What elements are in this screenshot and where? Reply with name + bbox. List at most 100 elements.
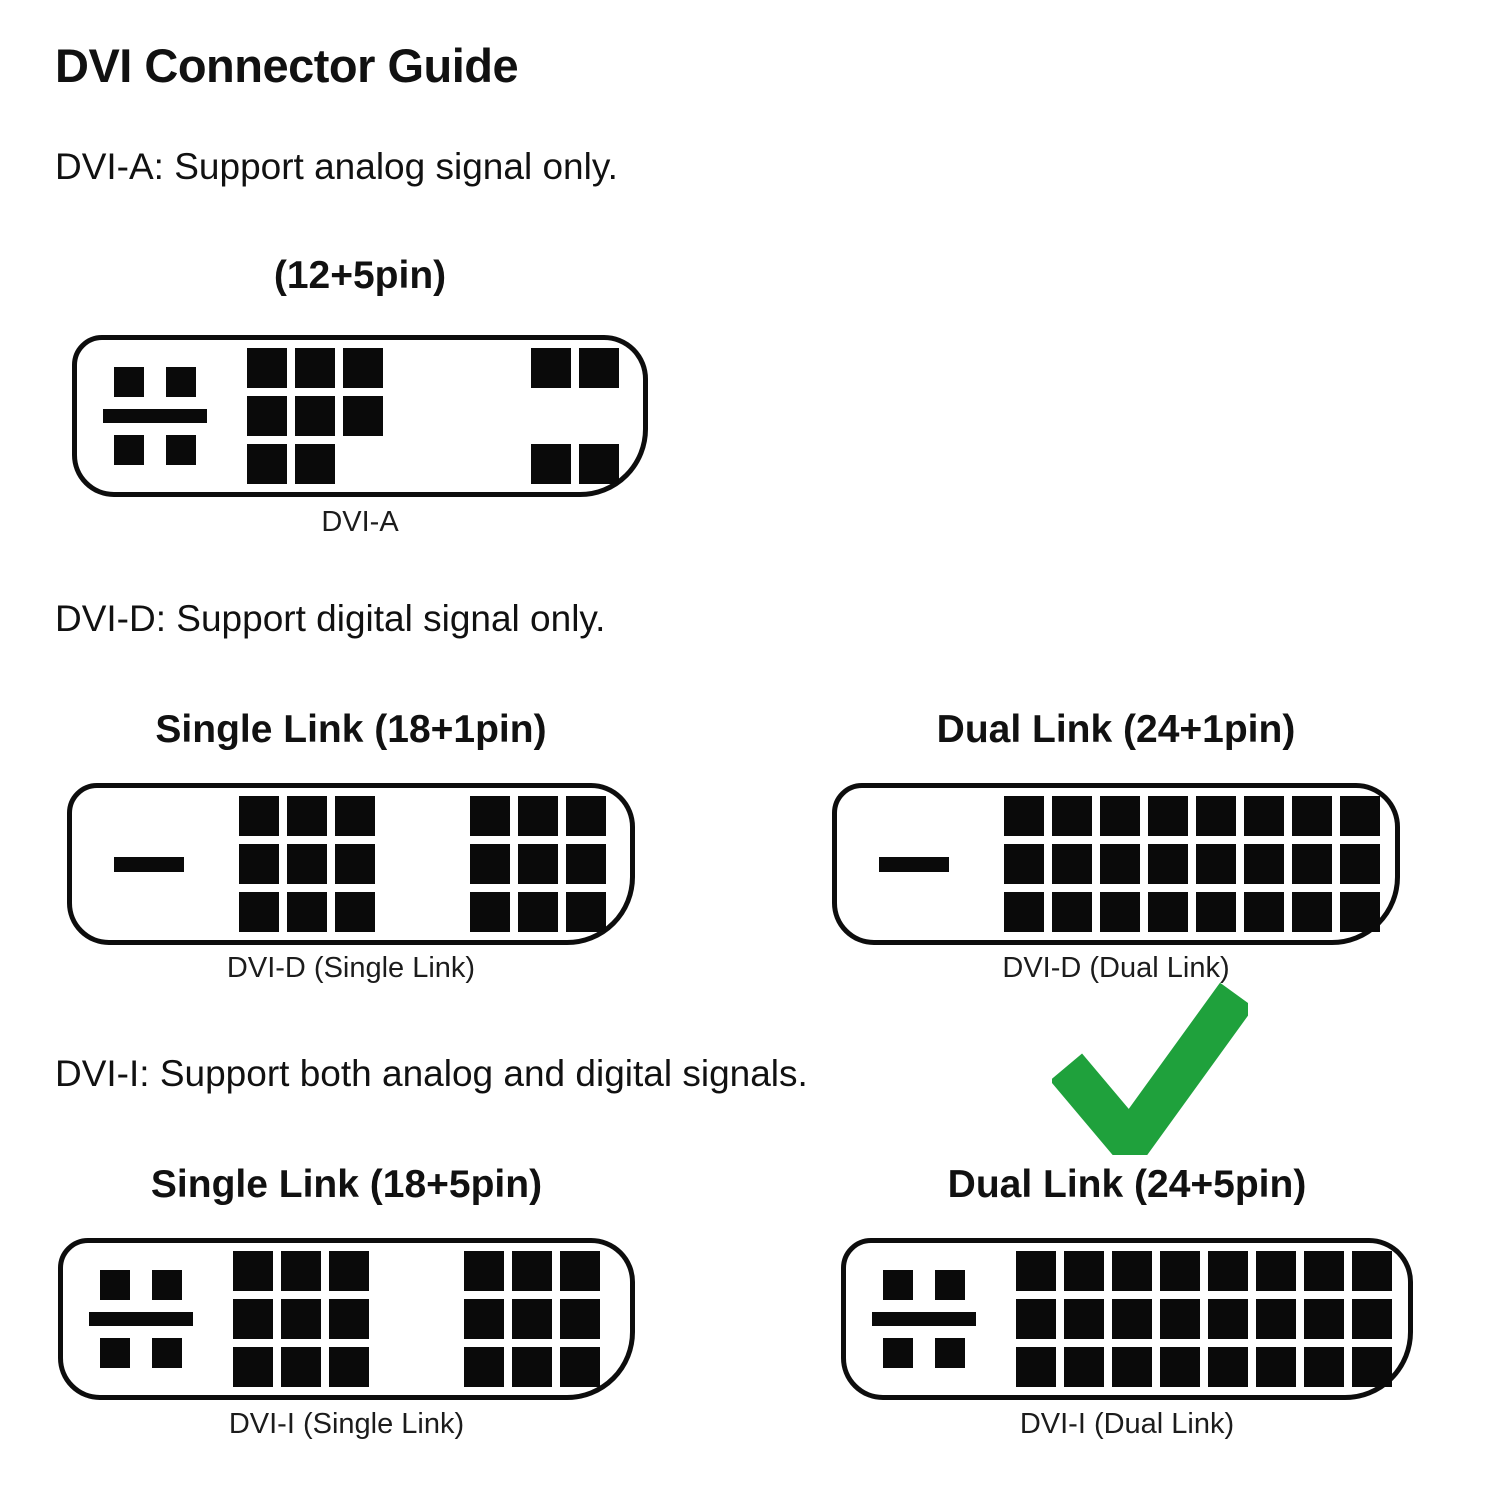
pin (1244, 892, 1284, 932)
pin (1052, 796, 1092, 836)
analog-pin (152, 1338, 182, 1368)
pin (1196, 844, 1236, 884)
pin-grid (1004, 796, 1380, 932)
dvi-d-dual-heading: Dual Link (24+1pin) (936, 708, 1296, 751)
pin (566, 796, 606, 836)
pin (1148, 844, 1188, 884)
pin (512, 1299, 552, 1339)
page-title: DVI Connector Guide (55, 39, 519, 92)
analog-cross-pins (89, 1270, 193, 1368)
analog-pin (935, 1338, 965, 1368)
pin (1064, 1251, 1104, 1291)
pin (518, 796, 558, 836)
analog-pin (935, 1270, 965, 1300)
pin (295, 348, 335, 388)
pin (512, 1251, 552, 1291)
analog-cross-pins (872, 1270, 976, 1368)
ground-blade-pin (872, 1312, 976, 1326)
pin (1340, 892, 1380, 932)
analog-pin (114, 435, 144, 465)
pin (281, 1299, 321, 1339)
pin (1256, 1299, 1296, 1339)
checkmark-icon (1052, 983, 1248, 1155)
pin (1304, 1347, 1344, 1387)
pin (295, 396, 335, 436)
pin (560, 1299, 600, 1339)
pin (1304, 1251, 1344, 1291)
pin (1100, 844, 1140, 884)
pin (512, 1347, 552, 1387)
pin-grid (470, 796, 606, 932)
pin (1112, 1347, 1152, 1387)
dvi-d-dual-connector-diagram (832, 783, 1400, 945)
analog-pin-row (114, 435, 196, 465)
dvi-d-single-heading: Single Link (18+1pin) (155, 708, 547, 751)
pin (579, 348, 619, 388)
pin (1244, 796, 1284, 836)
pin (1112, 1251, 1152, 1291)
pin (1304, 1299, 1344, 1339)
pin (1196, 796, 1236, 836)
analog-pin-row (883, 1338, 965, 1368)
pin (518, 892, 558, 932)
dvi-a-heading: (12+5pin) (273, 254, 447, 297)
pin (247, 396, 287, 436)
pin (1256, 1251, 1296, 1291)
pin (329, 1347, 369, 1387)
dvi-i-single-connector-diagram (58, 1238, 635, 1400)
pin (287, 844, 327, 884)
analog-pin-row (100, 1338, 182, 1368)
pin (1112, 1299, 1152, 1339)
pin (1148, 892, 1188, 932)
dvi-a-connector-diagram (72, 335, 648, 497)
pin (531, 348, 571, 388)
pin (1052, 844, 1092, 884)
analog-pin (100, 1270, 130, 1300)
pin (470, 844, 510, 884)
dvi-i-dual-caption: DVI-I (Dual Link) (1019, 1408, 1235, 1440)
analog-pin-row (114, 367, 196, 397)
pin-gap (531, 396, 571, 436)
pin (464, 1299, 504, 1339)
analog-pin-row (100, 1270, 182, 1300)
dvi-a-description: DVI-A: Support analog signal only. (55, 146, 618, 187)
pin (1208, 1251, 1248, 1291)
pin (518, 844, 558, 884)
pin (470, 796, 510, 836)
pin-grid (239, 796, 375, 932)
pin (1208, 1299, 1248, 1339)
pin (1196, 892, 1236, 932)
pin (1292, 796, 1332, 836)
pin (233, 1347, 273, 1387)
pin (1340, 844, 1380, 884)
pin (239, 892, 279, 932)
pin (1256, 1347, 1296, 1387)
pin-gap (343, 444, 383, 484)
pin (1052, 892, 1092, 932)
pin (1208, 1347, 1248, 1387)
dvi-i-dual-connector-diagram (841, 1238, 1413, 1400)
pin (1340, 796, 1380, 836)
analog-pin (883, 1338, 913, 1368)
pin (281, 1347, 321, 1387)
dvi-d-description: DVI-D: Support digital signal only. (55, 598, 606, 639)
pin (1016, 1299, 1056, 1339)
pin (1004, 796, 1044, 836)
pin (1148, 796, 1188, 836)
ground-blade-pin (103, 409, 207, 423)
pin (579, 444, 619, 484)
dvi-d-dual-caption: DVI-D (Dual Link) (1002, 952, 1230, 984)
dvi-d-single-caption: DVI-D (Single Link) (226, 952, 476, 984)
pin (1100, 892, 1140, 932)
pin (239, 844, 279, 884)
pin (1064, 1299, 1104, 1339)
pin (343, 396, 383, 436)
pin (531, 444, 571, 484)
analog-pin (166, 435, 196, 465)
dvi-d-single-connector-diagram (67, 783, 635, 945)
pin-gap (579, 396, 619, 436)
pin (287, 796, 327, 836)
pin (464, 1347, 504, 1387)
pin (233, 1299, 273, 1339)
pin (1352, 1347, 1392, 1387)
